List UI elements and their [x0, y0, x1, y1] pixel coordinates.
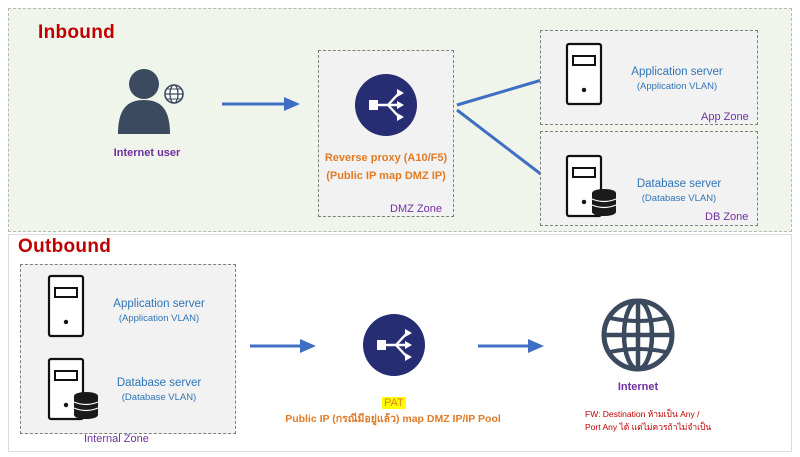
db-zone-label: DB Zone — [705, 211, 749, 223]
pat-badge: PAT — [382, 393, 406, 411]
reverse-proxy-icon — [355, 74, 417, 136]
app-zone-label: App Zone — [701, 111, 749, 123]
database-server-icon — [565, 154, 617, 218]
database-icon — [73, 392, 99, 419]
internet-user-icon — [118, 69, 184, 134]
proxy-label-line1: Reverse proxy (A10/F5) — [324, 152, 448, 164]
inbound-title: Inbound — [38, 22, 116, 43]
globe-icon — [164, 84, 184, 104]
outbound-app-server-label: Application server — [113, 298, 205, 310]
outbound-title: Outbound — [18, 236, 112, 257]
arrow-pat-to-internet — [478, 339, 544, 353]
fw-note-line2: Port Any ได้ แต่ไม่ควรถ้าไม่จำเป็น — [585, 422, 712, 432]
internet-label: Internet — [617, 381, 659, 393]
fw-note-line1: FW: Destination ห้ามเป็น Any / — [585, 409, 700, 419]
outbound-app-vlan-label: (Application VLAN) — [118, 313, 200, 324]
arrow-user-to-proxy — [222, 97, 300, 111]
arrow-internal-to-pat — [250, 339, 316, 353]
internal-zone-label: Internal Zone — [84, 433, 149, 445]
internet-user-label: Internet user — [113, 147, 181, 159]
pat-label: PAT — [382, 397, 406, 409]
outbound-db-vlan-label: (Database VLAN) — [121, 392, 197, 403]
internet-globe-icon — [601, 298, 675, 372]
database-icon — [591, 189, 617, 216]
db-vlan-label: (Database VLAN) — [641, 193, 717, 204]
proxy-label-line2: (Public IP map DMZ IP) — [326, 170, 446, 182]
outbound-database-server-icon — [47, 357, 99, 421]
db-server-label: Database server — [636, 178, 722, 190]
application-server-icon — [565, 42, 603, 106]
outbound-db-server-label: Database server — [116, 377, 202, 389]
app-vlan-label: (Application VLAN) — [636, 81, 718, 92]
pat-description: Public IP (กรณีมีอยู่แล้ว) map DMZ IP/IP… — [285, 413, 501, 425]
outbound-application-server-icon — [47, 274, 85, 338]
app-server-label: Application server — [631, 66, 723, 78]
pat-icon — [363, 314, 425, 376]
dmz-zone-label: DMZ Zone — [390, 203, 442, 215]
